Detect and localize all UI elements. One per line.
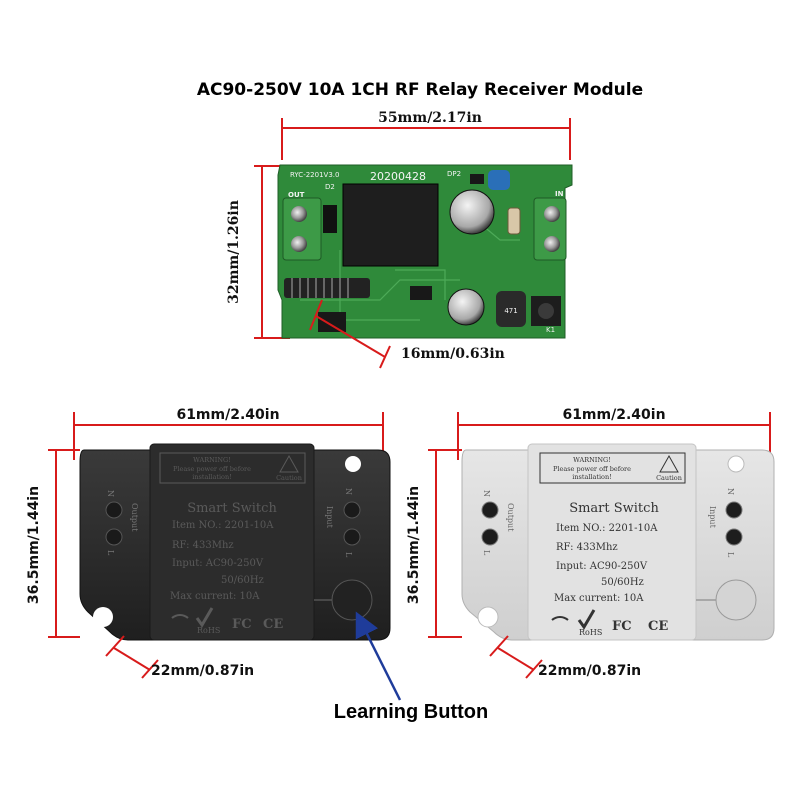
white-rf: RF: 433Mhz xyxy=(556,542,618,553)
svg-text:N: N xyxy=(726,488,735,495)
white-warning-text-2: installation! xyxy=(572,473,612,481)
relay-component xyxy=(342,183,439,267)
pcb-d2-label: D2 xyxy=(325,183,335,191)
white-warning-text-1: Please power off before xyxy=(553,465,631,473)
pcb-date-label: 20200428 xyxy=(370,170,426,183)
page-title: AC90-250V 10A 1CH RF Relay Receiver Modu… xyxy=(197,80,643,100)
x-capacitor xyxy=(488,170,510,190)
black-input-label: Input xyxy=(325,506,334,529)
white-input-screw-l xyxy=(725,528,743,546)
white-input-label: Input xyxy=(708,506,717,529)
white-max-current: Max current: 10A xyxy=(554,593,644,604)
black-top-mount-hole xyxy=(345,456,361,472)
white-input-screw-n xyxy=(725,501,743,519)
pcb-k1-label: K1 xyxy=(546,326,555,334)
svg-text:L: L xyxy=(482,550,491,556)
white-bottom-mount-hole xyxy=(477,606,499,628)
black-input-screw-l xyxy=(343,528,361,546)
black-warning-text-1: Please power off before xyxy=(173,465,251,473)
white-hole-label: 22mm/0.87in xyxy=(538,663,641,679)
svg-text:L: L xyxy=(344,552,353,558)
white-product-name: Smart Switch xyxy=(569,501,659,516)
output-screw-bottom xyxy=(291,236,307,252)
black-rf: RF: 433Mhz xyxy=(172,540,234,551)
black-fc-label: FC xyxy=(232,617,252,632)
white-warning-icon xyxy=(659,454,679,473)
black-input-spec: Input: AC90-250V xyxy=(172,558,264,569)
black-rohs-label: RoHS xyxy=(197,626,220,635)
white-caution: Caution xyxy=(656,474,682,482)
svg-text:L: L xyxy=(726,552,735,558)
learning-button-pointer xyxy=(355,611,402,701)
svg-text:L: L xyxy=(106,550,115,556)
black-max-current: Max current: 10A xyxy=(170,591,260,602)
white-item-no: Item NO.: 2201-10A xyxy=(556,523,658,534)
pcb-hole-label: 16mm/0.63in xyxy=(401,346,505,362)
pcb-in-label: IN xyxy=(555,190,564,198)
black-output-label: Output xyxy=(130,503,139,532)
white-module-group: 61mm/2.40in 36.5mm/1.44in WARNING! Pleas… xyxy=(406,407,775,679)
black-output-screw-n xyxy=(105,501,123,519)
black-width-label: 61mm/2.40in xyxy=(176,407,279,423)
black-module-panel xyxy=(149,443,315,641)
output-screw-top xyxy=(291,206,307,222)
white-fc-label: FC xyxy=(612,619,632,634)
pcb-width-label: 55mm/2.17in xyxy=(378,110,482,126)
pcb-board-group: 55mm/2.17in 32mm/1.26in RYC-2201V3.0 202… xyxy=(226,110,573,369)
black-learning-button[interactable] xyxy=(331,579,373,621)
white-learning-button[interactable] xyxy=(715,579,757,621)
svg-text:N: N xyxy=(482,490,491,497)
pcb-dp2-label: DP2 xyxy=(447,170,461,178)
pcb-hole-dimension-line xyxy=(315,315,386,358)
white-height-label: 36.5mm/1.44in xyxy=(406,486,422,604)
white-rohs-label: RoHS xyxy=(579,628,602,637)
ic-chip-2 xyxy=(410,286,432,300)
black-height-label: 36.5mm/1.44in xyxy=(26,486,42,604)
white-input-spec: Input: AC90-250V xyxy=(556,561,648,572)
white-rohs-check-icon xyxy=(577,609,596,630)
black-warning-text-2: installation! xyxy=(192,473,232,481)
svg-text:N: N xyxy=(344,488,353,495)
ic-chip-1 xyxy=(318,312,346,332)
pcb-model-label: RYC-2201V3.0 xyxy=(290,171,339,179)
white-wifi-icon xyxy=(551,616,569,621)
white-output-screw-l xyxy=(481,528,499,546)
white-module-panel xyxy=(527,443,697,641)
rf-coil xyxy=(284,278,370,298)
black-ce-label: CE xyxy=(263,617,283,632)
relay-jumper xyxy=(323,205,337,233)
black-input-screw-n xyxy=(343,501,361,519)
svg-text:N: N xyxy=(106,490,115,497)
black-freq: 50/60Hz xyxy=(221,575,264,586)
black-rohs-check-icon xyxy=(195,607,214,628)
white-output-screw-n xyxy=(481,501,499,519)
white-warning-title: WARNING! xyxy=(573,456,611,464)
black-output-screw-l xyxy=(105,528,123,546)
black-product-name: Smart Switch xyxy=(187,501,277,516)
input-screw-top xyxy=(544,206,560,222)
white-width-label: 61mm/2.40in xyxy=(562,407,665,423)
black-bottom-mount-hole xyxy=(93,607,113,627)
white-ce-label: CE xyxy=(648,619,668,634)
black-caution: Caution xyxy=(276,474,302,482)
learning-button-label: Learning Button xyxy=(334,701,488,723)
inductor-label: 471 xyxy=(504,307,517,315)
black-item-no: Item NO.: 2201-10A xyxy=(172,520,274,531)
black-wifi-icon xyxy=(171,614,189,619)
white-output-label: Output xyxy=(506,503,515,532)
capacitor-small xyxy=(447,288,485,326)
diode xyxy=(507,207,521,235)
black-hole-label: 22mm/0.87in xyxy=(151,663,254,679)
pcb-height-label: 32mm/1.26in xyxy=(226,200,242,304)
pcb-out-label: OUT xyxy=(288,191,305,199)
inductor xyxy=(496,291,526,327)
capacitor-large xyxy=(449,189,495,235)
input-screw-bottom xyxy=(544,236,560,252)
black-warning-title: WARNING! xyxy=(193,456,231,464)
white-top-mount-hole xyxy=(727,455,745,473)
white-freq: 50/60Hz xyxy=(601,577,644,588)
black-warning-icon xyxy=(279,454,299,473)
black-module-group: 61mm/2.40in 36.5mm/1.44in WARNING! Pleas… xyxy=(26,407,391,679)
